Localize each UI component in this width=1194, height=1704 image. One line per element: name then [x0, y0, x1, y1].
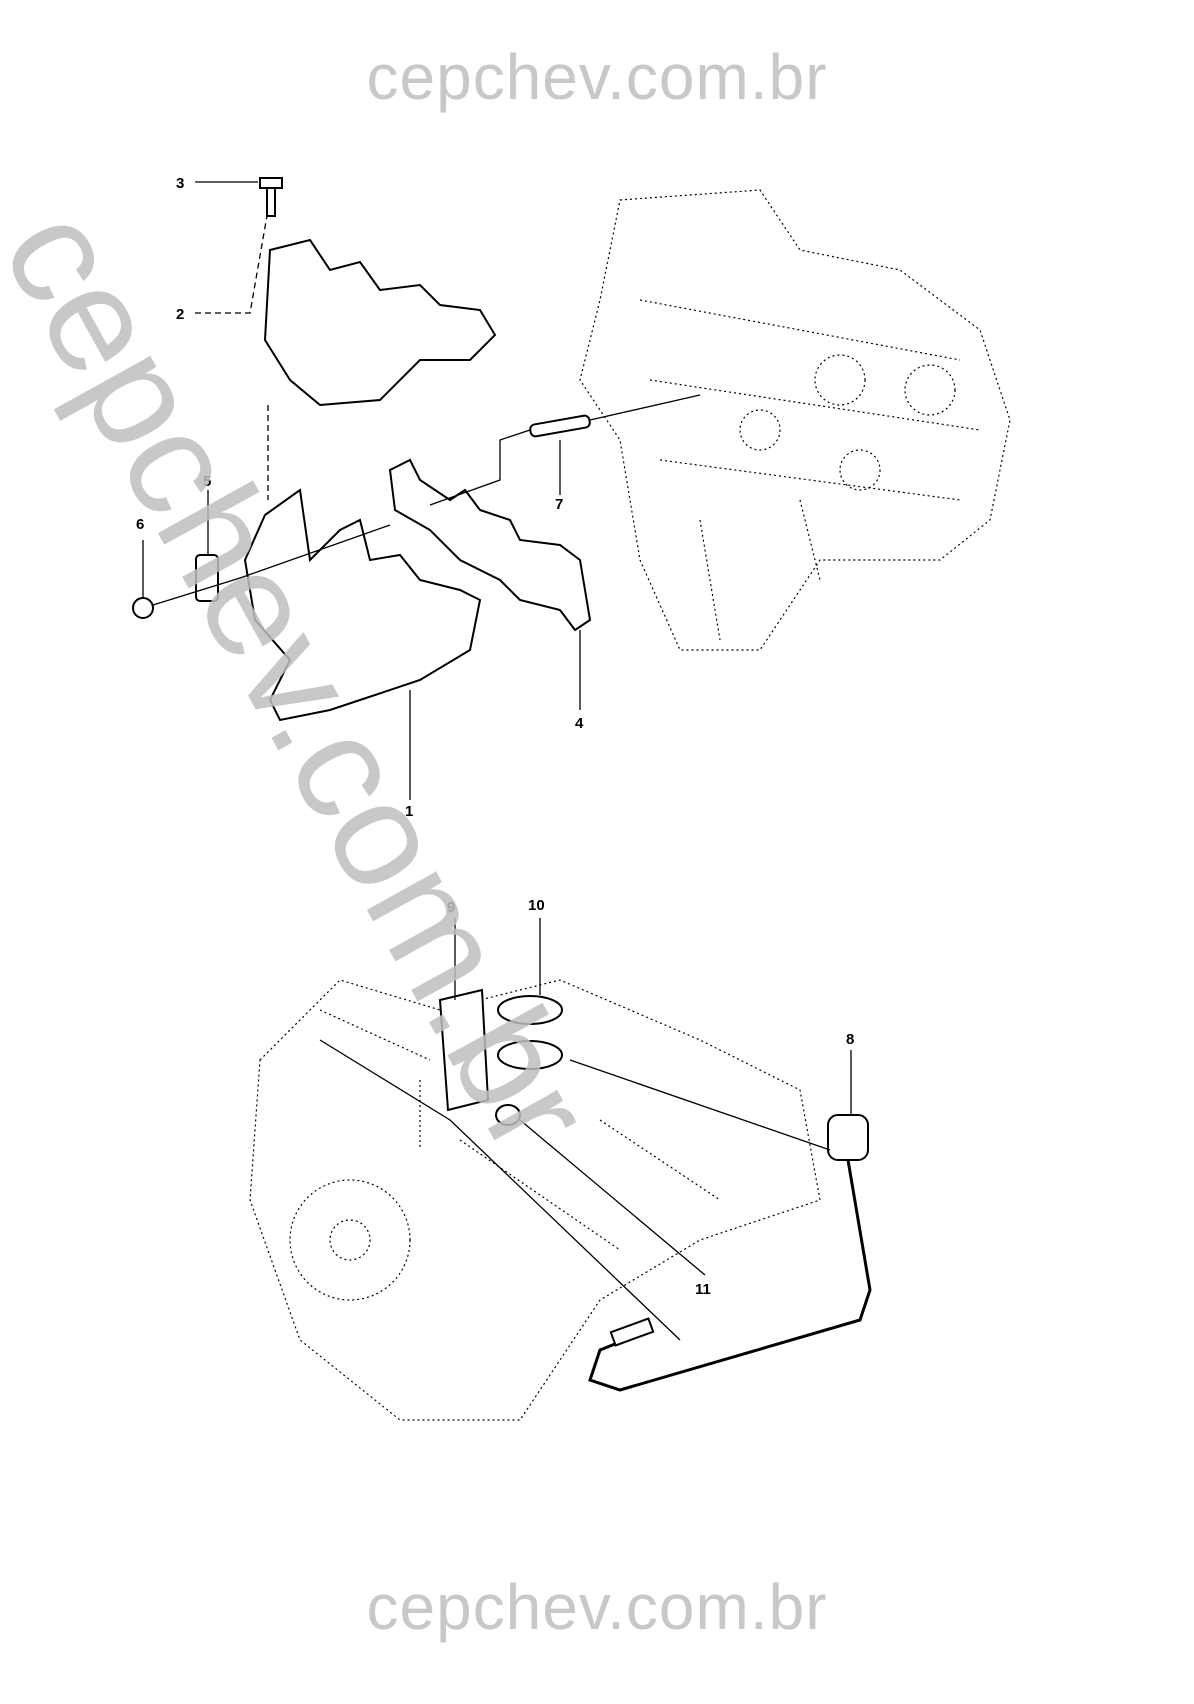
clips[interactable] — [497, 995, 563, 1070]
callout-6: 6 — [136, 516, 144, 533]
callout-5: 5 — [203, 473, 211, 490]
watermark-top: cepchev.com.br — [366, 41, 828, 113]
manifold-gasket[interactable] — [388, 458, 592, 632]
callout-2: 2 — [176, 306, 184, 323]
callout-9: 9 — [447, 899, 455, 916]
watermark-bottom: cepchev.com.br — [366, 1571, 828, 1643]
nut-small[interactable] — [495, 1104, 521, 1126]
nut[interactable] — [132, 597, 154, 619]
leader-lines — [142, 181, 852, 1341]
heat-shield[interactable] — [263, 238, 497, 407]
callout-8: 8 — [846, 1031, 854, 1048]
callout-1: 1 — [405, 803, 413, 820]
engine-block-top — [579, 189, 1011, 651]
stud[interactable] — [529, 414, 591, 438]
callout-4: 4 — [575, 715, 584, 732]
callout-3: 3 — [176, 175, 184, 192]
exhaust-manifold[interactable] — [243, 488, 482, 722]
callout-7: 7 — [555, 496, 563, 513]
heat-plate[interactable] — [438, 988, 490, 1112]
callout-10: 10 — [528, 897, 545, 914]
engine-block-bottom — [249, 979, 821, 1421]
oxygen-sensor[interactable] — [588, 1114, 872, 1392]
bolt[interactable] — [259, 177, 283, 217]
callout-11: 11 — [695, 1281, 711, 1298]
